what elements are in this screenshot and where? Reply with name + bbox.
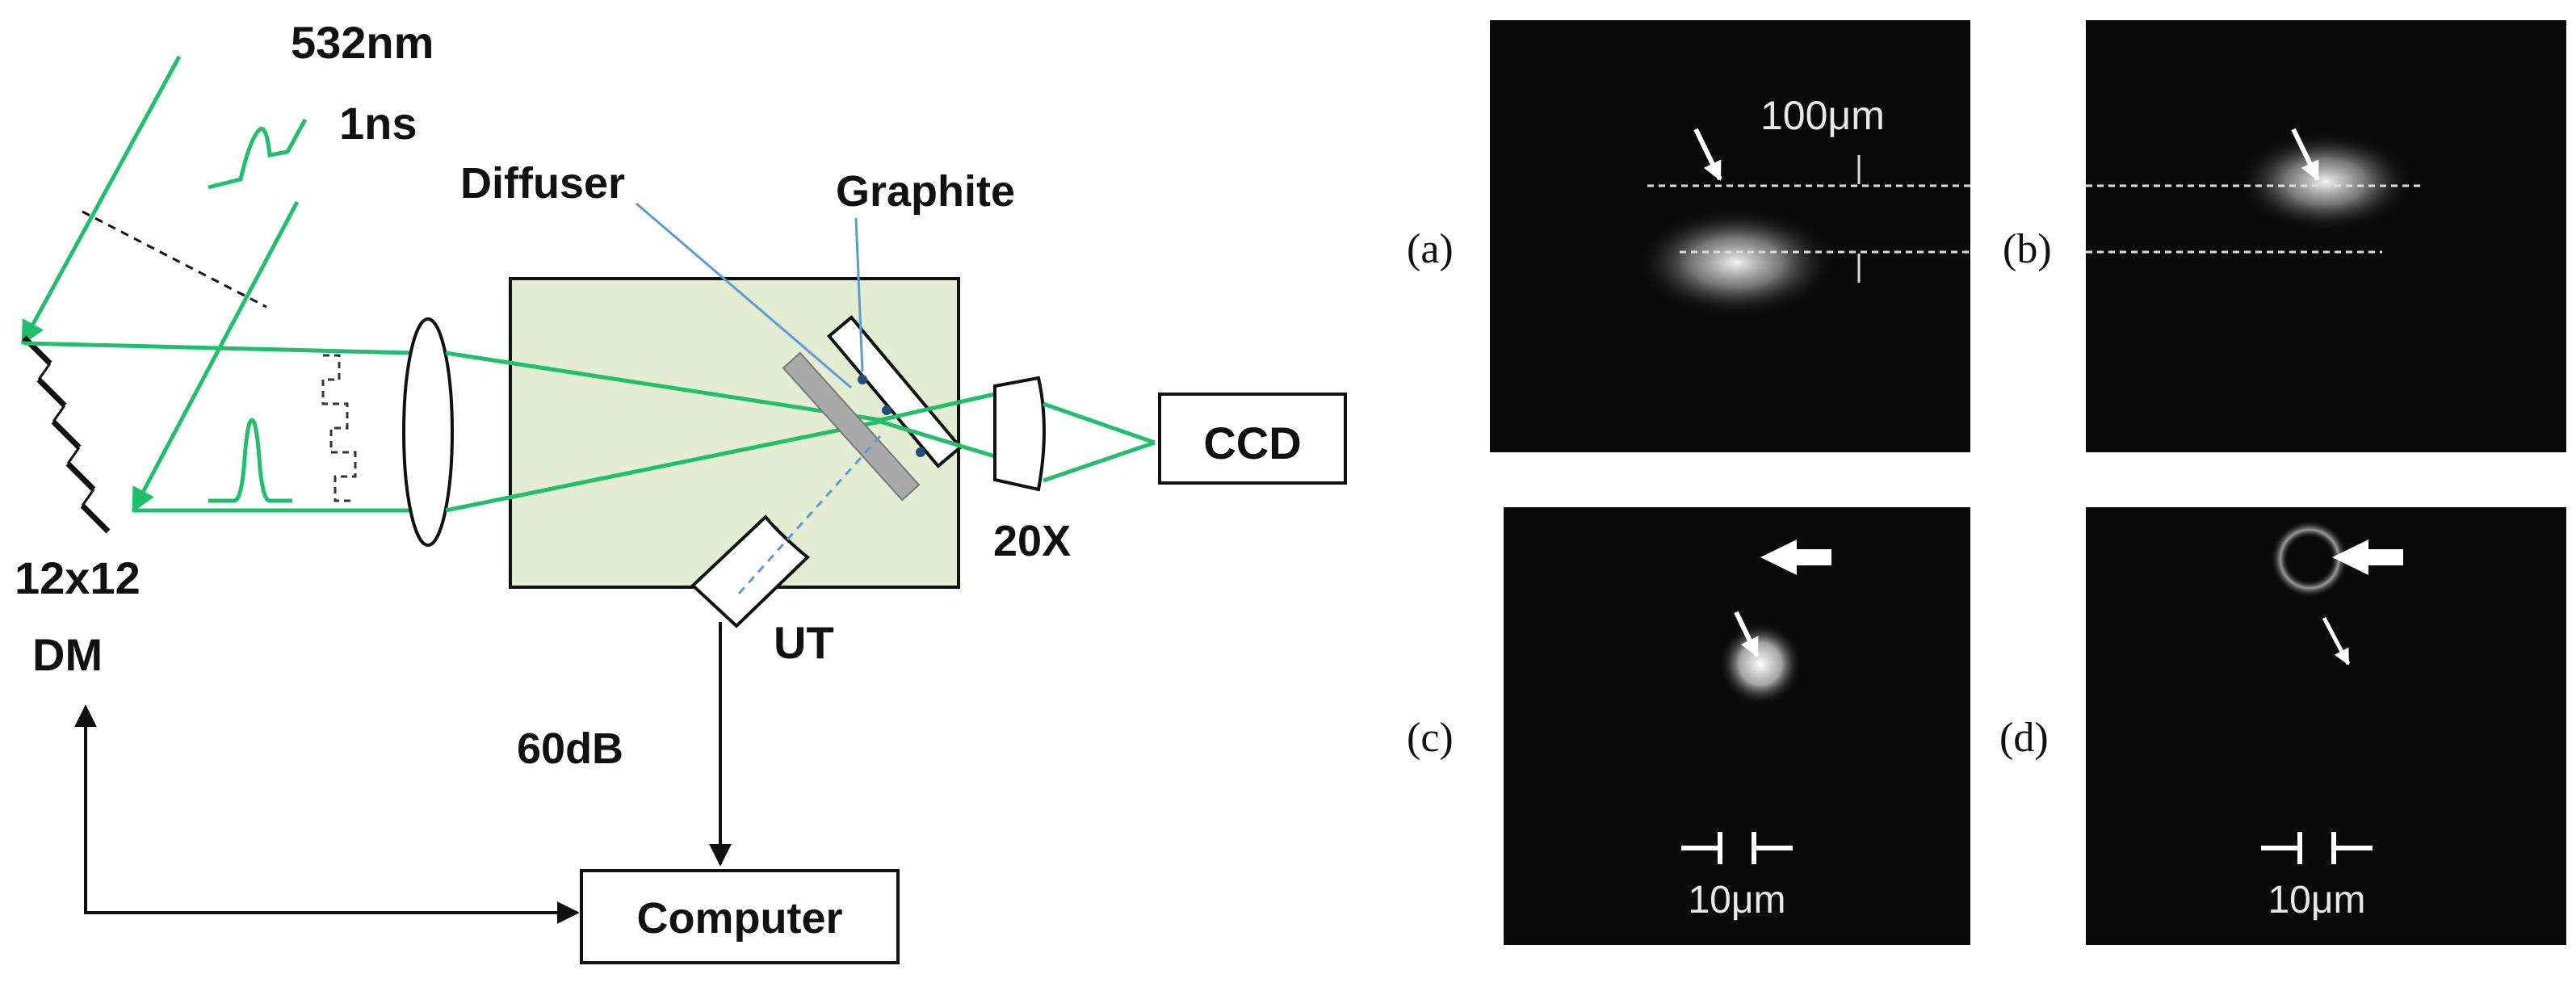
collection-beam-upper <box>879 392 996 422</box>
panel-c-scalebar <box>1681 832 1793 864</box>
panel-a-scale-label: 100μm <box>1760 93 1885 138</box>
ccd-beam-lower <box>1043 440 1156 483</box>
label-graphite: Graphite <box>836 167 1015 216</box>
feedback-loop <box>74 704 580 924</box>
panel-b-arrow <box>2291 128 2320 182</box>
panel-d: 10μm (d) <box>1999 507 2566 945</box>
panel-d-large-arrow <box>2332 540 2403 575</box>
diffuser-leader <box>636 202 852 389</box>
label-diffuser: Diffuser <box>460 159 625 208</box>
panel-d-small-arrow <box>2322 616 2351 666</box>
focusing-lens <box>402 317 454 547</box>
panel-c-label: (c) <box>1407 715 1454 761</box>
beam-wavefront-dash <box>82 210 267 309</box>
label-transducer: UT <box>774 617 834 668</box>
panel-b: (b) <box>2003 20 2566 452</box>
panel-a-focus-spot <box>1635 208 1837 317</box>
phase-step-profile <box>321 354 357 502</box>
graphite-spot-1 <box>858 375 867 384</box>
panel-b-label: (b) <box>2003 226 2052 272</box>
objective-20x <box>993 376 1046 492</box>
reflected-beam-upper <box>23 341 413 355</box>
graphite-spot-2 <box>882 405 892 415</box>
panel-d-scalebar <box>2261 832 2373 864</box>
pulse-shape-lower <box>208 418 292 503</box>
panel-c-focus-spot <box>1718 622 1802 706</box>
label-computer: Computer <box>637 894 843 943</box>
deformable-mirror <box>22 335 111 534</box>
label-pulse-duration: 1ns <box>339 98 417 149</box>
panel-b-focus-spot <box>2237 132 2414 232</box>
panel-d-ring <box>2271 520 2348 598</box>
panel-c-small-arrow <box>1734 611 1760 658</box>
label-dm: DM <box>32 629 103 680</box>
ccd-beam-upper <box>1043 401 1156 445</box>
pulse-shape-upper <box>208 118 308 190</box>
label-objective: 20X <box>993 517 1071 565</box>
panel-a: 100μm (a) <box>1407 20 1970 452</box>
sample-chamber <box>509 277 960 589</box>
collection-beam-lower <box>879 419 996 459</box>
panel-d-scale-label: 10μm <box>2268 879 2365 922</box>
focus-beam-lower <box>445 419 881 513</box>
ultrasound-path <box>737 435 882 595</box>
focus-beam-upper <box>445 351 881 422</box>
graphite-spot-3 <box>916 447 925 457</box>
panel-d-label: (d) <box>1999 715 2049 761</box>
graphite-leader <box>854 217 864 372</box>
ccd-box <box>1158 393 1347 485</box>
computer-box <box>580 869 900 964</box>
ultrasound-transducer <box>690 514 811 628</box>
incoming-beam-lower <box>131 200 300 513</box>
setup-schematic: 532nm 1ns Diffuser Graphite 12x12 DM CCD… <box>15 17 1347 964</box>
label-wavelength: 532nm <box>291 17 434 68</box>
panel-c-image <box>1504 507 1970 945</box>
panel-c-scale-label: 10μm <box>1688 879 1785 922</box>
panel-a-arrow <box>1693 128 1722 182</box>
label-dm-size: 12x12 <box>15 552 141 603</box>
panel-a-label: (a) <box>1407 226 1454 272</box>
label-ccd: CCD <box>1203 418 1301 468</box>
panel-b-image <box>2086 20 2566 452</box>
panel-c: 10μm (c) <box>1407 507 1970 945</box>
diffuser-plate <box>782 351 921 502</box>
label-gain: 60dB <box>517 724 623 773</box>
incoming-beam-upper <box>20 55 182 346</box>
panel-c-large-arrow <box>1760 540 1831 575</box>
